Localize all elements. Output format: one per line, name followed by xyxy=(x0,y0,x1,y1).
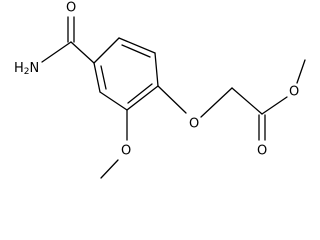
carbonyl-ester-o-bond xyxy=(261,96,288,115)
ester-oxygen-label: O xyxy=(289,85,299,100)
ring-double-bond-2 xyxy=(100,65,107,90)
methoxy-group: O xyxy=(100,109,131,179)
amide-oxygen-label: O xyxy=(66,1,76,16)
ether-ring-bond xyxy=(157,85,187,114)
ester-methyl-bond xyxy=(296,59,306,84)
amide-c-bond xyxy=(70,41,95,64)
methoxy-oxygen-label: O xyxy=(121,144,131,159)
ring-bond-2 xyxy=(93,62,101,93)
ring-bond-3 xyxy=(99,91,128,111)
ring-bond-5 xyxy=(154,52,159,87)
ether-acetate-chain: O O O xyxy=(157,59,306,159)
ether-ch2-bond xyxy=(200,87,233,118)
amide-cn-bond xyxy=(41,41,72,63)
ring-bond-6 xyxy=(118,37,156,54)
structure-diagram: O H2N O O O O xyxy=(14,1,306,179)
benzene-ring xyxy=(93,37,159,111)
ch2-carbonyl-bond xyxy=(231,87,263,115)
amide-nitrogen-label: H2N xyxy=(14,61,39,78)
molecule-canvas: O H2N O O O O xyxy=(14,1,306,179)
ether-oxygen-label: O xyxy=(189,117,199,132)
ring-bond-1 xyxy=(93,37,120,64)
methoxy-methyl-bond xyxy=(100,159,119,179)
ester-carbonyl-oxygen-label: O xyxy=(257,144,267,159)
amide-group: O H2N xyxy=(14,1,95,78)
ring-double-bond-1 xyxy=(121,44,151,58)
ring-bond-4 xyxy=(126,85,159,111)
ring-double-bond-3 xyxy=(127,83,153,104)
